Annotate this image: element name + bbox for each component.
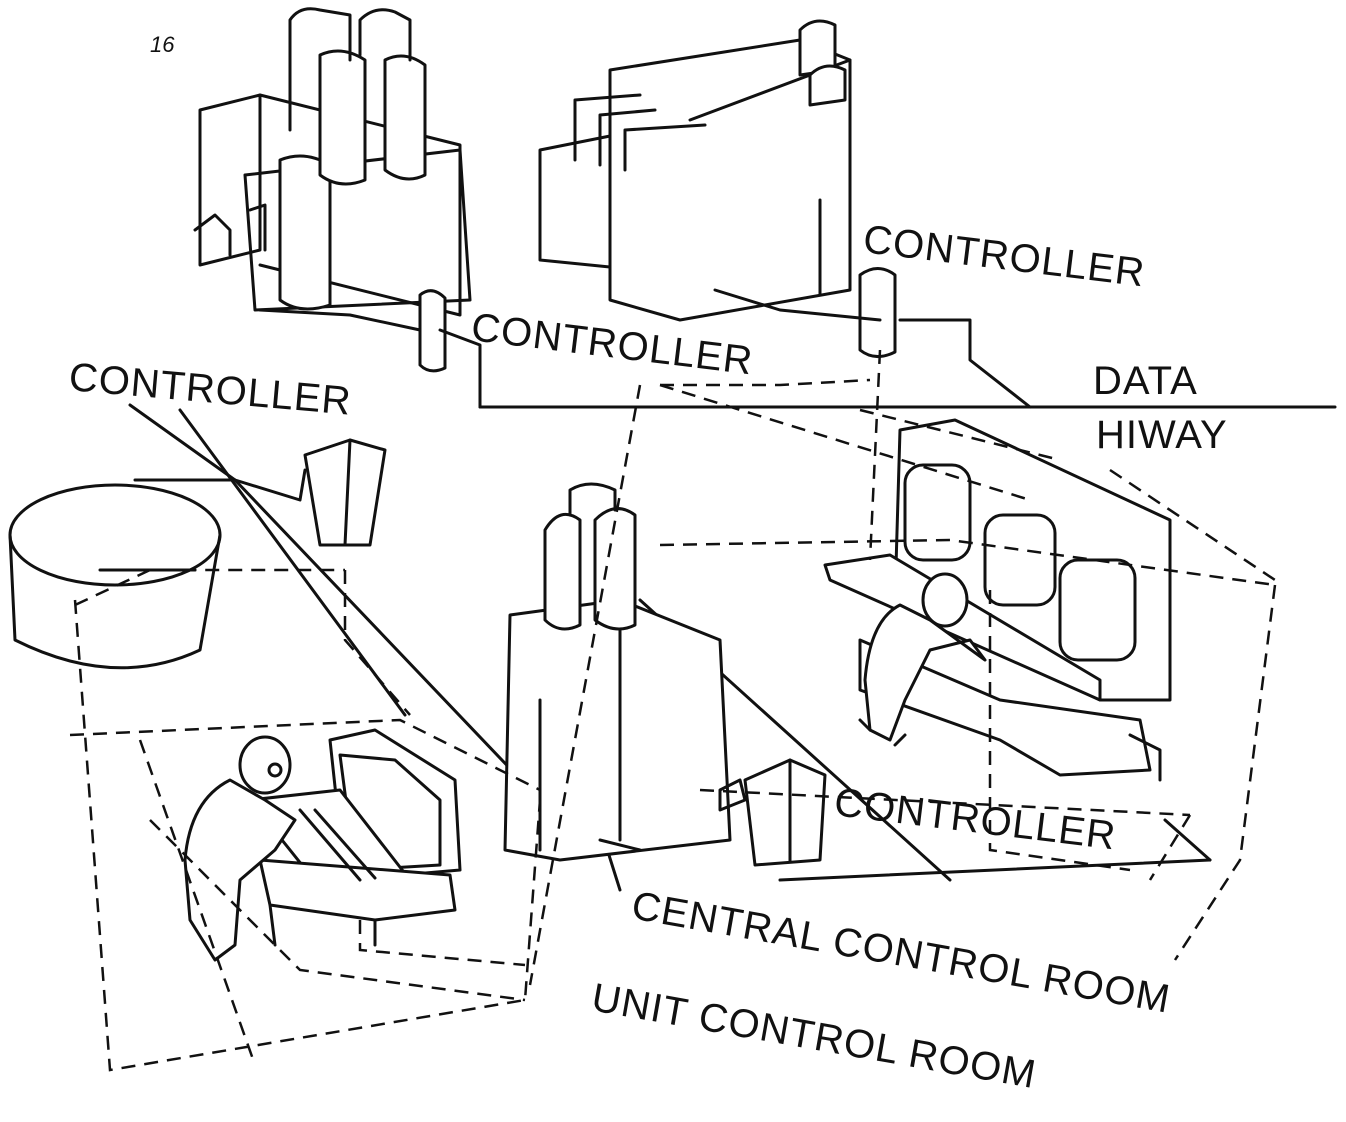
controller-unit-left: [305, 440, 385, 545]
process-unit-top-left: [195, 9, 470, 315]
label-controller-top-right: CONTROLLER: [861, 217, 1148, 295]
page-number: 16: [150, 32, 175, 57]
label-controller-bottom: CONTROLLER: [832, 780, 1119, 858]
operator-unit: [185, 737, 295, 960]
process-unit-top-center: [540, 21, 850, 320]
label-unit-control-room: UNIT CONTROL ROOM: [588, 976, 1039, 1098]
label-controller-top-center: CONTROLLER: [469, 305, 756, 383]
controller-unit-top-right: [860, 269, 895, 357]
label-data: DATA: [1093, 359, 1198, 403]
controller-unit-bottom: [720, 760, 825, 865]
label-controller-left: CONTROLLER: [67, 355, 353, 424]
storage-tank: [10, 485, 220, 668]
label-hiway: HIWAY: [1096, 413, 1228, 457]
